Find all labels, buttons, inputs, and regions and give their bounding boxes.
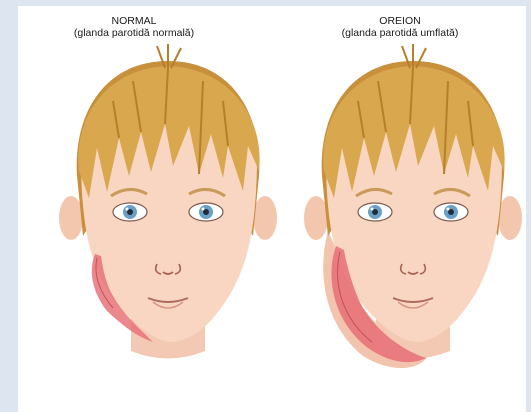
illustration-panel: NORMAL (glanda parotidă normală) OREION … [18,6,526,412]
oreion-face [304,44,522,368]
normal-face [59,44,277,359]
faces-illustration [18,6,526,412]
